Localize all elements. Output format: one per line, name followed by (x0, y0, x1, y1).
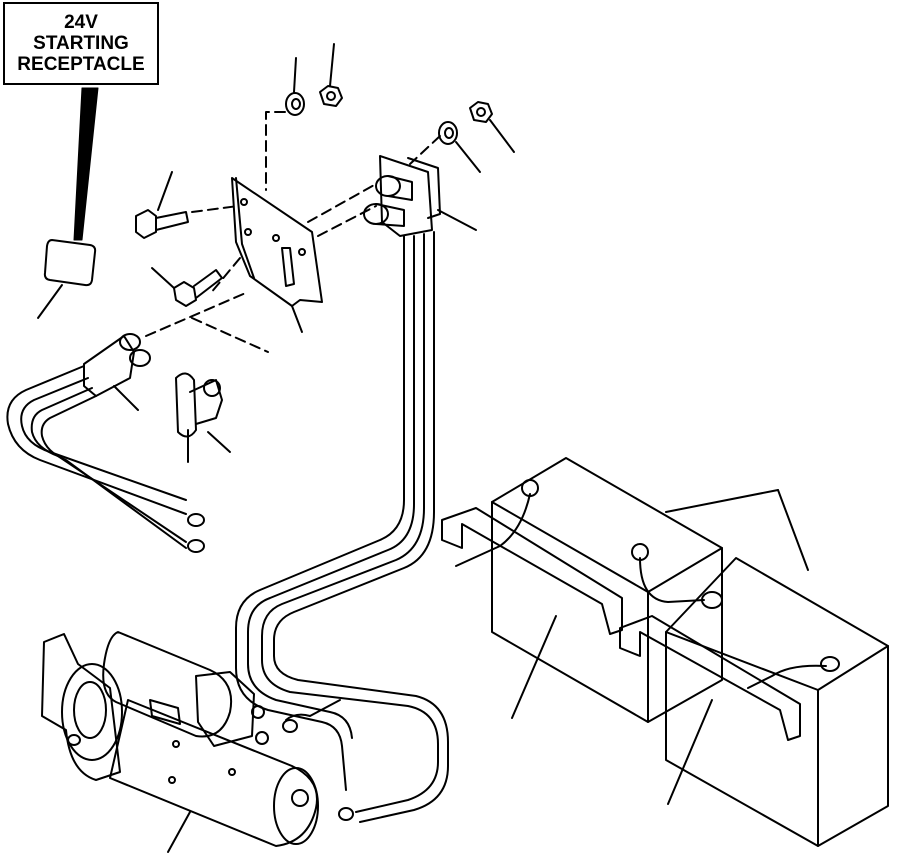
callout-line-3: RECEPTACLE (17, 54, 145, 75)
hex-nut-right (469, 101, 493, 123)
callout-label-box: 24V STARTING RECEPTACLE (3, 2, 159, 85)
receptacle-pin-body (375, 175, 413, 227)
battery-terminal-3 (701, 591, 723, 609)
callout-pointer (73, 87, 99, 241)
battery-left-top (491, 457, 723, 593)
harness-wire-3 (30, 387, 187, 543)
starter-solenoid (102, 631, 232, 738)
starter-bolt-3 (168, 776, 176, 784)
starter-housing (109, 699, 318, 847)
leader-washer-right (455, 141, 481, 173)
starter-drive-inner (73, 681, 107, 739)
receptacle-cable-outer (235, 235, 405, 791)
leader-decal (37, 284, 63, 319)
battery-channel-right (619, 615, 801, 741)
leader-nut-right (489, 119, 515, 153)
receptacle-cable-inner-a (247, 235, 415, 739)
lock-washer-top-left (285, 92, 305, 116)
battery-channel-left (441, 507, 623, 635)
receptacle-box (407, 157, 441, 219)
receptacle-cable-outer-2 (261, 233, 439, 813)
battery-right-top (665, 557, 889, 691)
solenoid-bracket (149, 699, 181, 725)
leader-battery-left (665, 489, 779, 513)
washer-right (438, 121, 458, 145)
leader-bracket (291, 305, 303, 333)
terminal-ring-b (338, 807, 354, 821)
starter-end-cap (273, 767, 319, 845)
hex-nut-top (319, 85, 343, 107)
starter-flange-hole (67, 734, 81, 746)
receptacle-flange (379, 155, 433, 237)
hex-nut-top-hole (326, 91, 336, 101)
harness-terminal-1 (187, 513, 205, 527)
starter-nose (41, 633, 121, 781)
cap-screw-lower (173, 269, 223, 307)
battery-left-body (491, 501, 723, 723)
leader-diode (207, 431, 231, 453)
solenoid-cap (195, 671, 255, 747)
harness-wire-1 (6, 365, 187, 515)
assembly-dash-bracket-receptacle (307, 183, 377, 223)
leader-battery-right (777, 489, 809, 571)
leader-harness (113, 385, 139, 411)
cap-screw-upper (135, 209, 189, 239)
callout-line-1: 24V (64, 12, 98, 33)
diode-terminal (203, 379, 221, 397)
assembly-dash-washer-bracket (265, 111, 286, 191)
starter-end-boss (291, 789, 309, 807)
callout-line-2: STARTING (33, 33, 129, 54)
assembly-dash-bracket-receptacle-2 (317, 205, 377, 237)
leader-screw-upper (157, 171, 173, 211)
diode-loop (175, 372, 197, 438)
assembly-dash-lower-2 (191, 317, 269, 353)
mounting-bracket (231, 177, 323, 307)
bracket-hole-2 (272, 234, 280, 242)
leader-washer-top-left (293, 57, 297, 93)
harness-wire-2 (20, 377, 187, 501)
harness-terminal-2 (187, 539, 205, 553)
leader-nut-top (329, 43, 335, 87)
assembly-dash-bolt (191, 205, 239, 213)
battery-terminal-2 (631, 543, 649, 561)
harness-connector (83, 335, 135, 397)
bracket-hole-1 (240, 198, 248, 206)
bracket-hole-4 (244, 228, 252, 236)
starter-bolt-2 (228, 768, 236, 776)
mounting-bracket-edge (235, 177, 255, 279)
leader-receptacle (437, 209, 477, 231)
lock-washer-top-left-inner (291, 98, 301, 110)
solenoid-terminal-1 (251, 705, 265, 719)
starter-bolt-1 (172, 740, 180, 748)
leader-channel-right (667, 699, 713, 805)
solenoid-terminal-2 (255, 731, 269, 745)
hex-nut-right-hole (476, 107, 486, 117)
assembly-dash-lower-1 (145, 291, 249, 337)
leader-starter (167, 811, 191, 853)
bracket-slot (281, 247, 295, 287)
harness-wire-4 (40, 395, 187, 549)
bracket-hole-3 (298, 248, 306, 256)
starter-drive-housing (61, 663, 123, 761)
washer-right-inner (444, 127, 454, 139)
decal-plate (43, 239, 97, 287)
assembly-dash-lower-3 (209, 257, 241, 295)
harness-pin-1 (119, 333, 141, 351)
receptacle-cable-inner-b (273, 231, 449, 823)
cable-terminal-starter-a (285, 699, 341, 721)
battery-jumper-cable (639, 557, 705, 603)
battery-cable-ground (747, 664, 827, 689)
battery-terminal-4 (820, 656, 840, 672)
leader-screw-lower (151, 267, 175, 289)
harness-pin-2 (129, 349, 151, 367)
battery-cable-positive (455, 493, 531, 567)
terminal-ring-a (282, 719, 298, 733)
battery-terminal-1 (521, 479, 539, 497)
leader-channel-left (511, 615, 557, 719)
diode-body (189, 379, 223, 425)
